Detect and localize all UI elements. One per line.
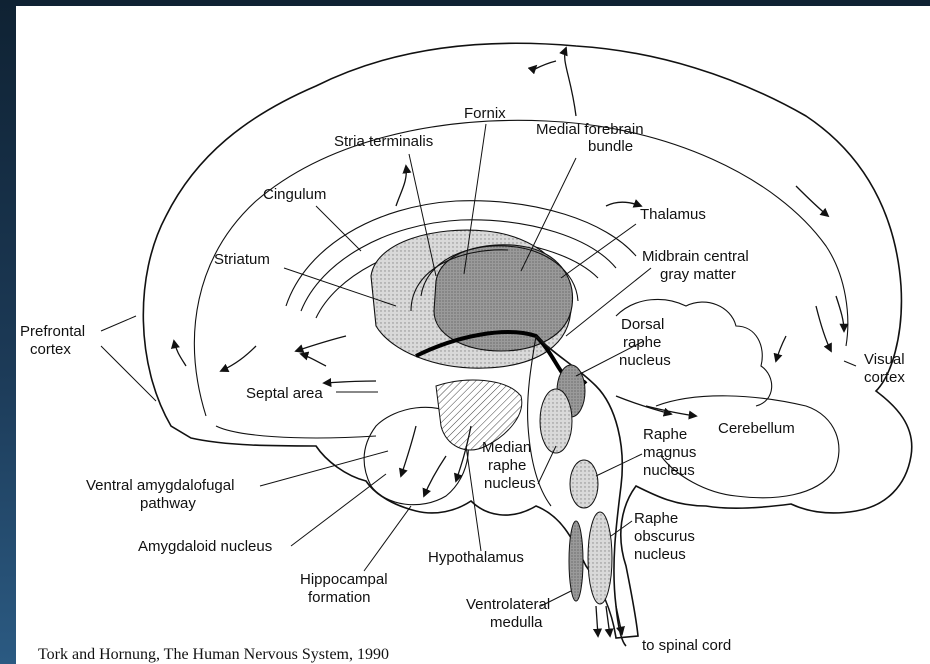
- label-raphe-magnus-2: magnus: [643, 444, 696, 461]
- label-hippocampal-1: Hippocampal: [300, 571, 388, 588]
- label-raphe-obscurus-3: nucleus: [634, 546, 686, 563]
- thalamus-region: [434, 245, 573, 351]
- label-medial-forebrain-2: bundle: [588, 138, 633, 155]
- label-raphe-obscurus-2: obscurus: [634, 528, 695, 545]
- label-ventrolateral-1: Ventrolateral: [466, 596, 550, 613]
- label-raphe-magnus-3: nucleus: [643, 462, 695, 479]
- citation-caption: Tork and Hornung, The Human Nervous Syst…: [38, 646, 389, 664]
- label-ventrolateral-2: medulla: [490, 614, 543, 631]
- label-hypothalamus: Hypothalamus: [428, 549, 524, 566]
- slide-canvas: Fornix Medial forebrain bundle Stria ter…: [16, 6, 930, 664]
- label-ventral-amyg-1: Ventral amygdalofugal: [86, 477, 234, 494]
- label-cerebellum: Cerebellum: [718, 420, 795, 437]
- label-dorsal-raphe-3: nucleus: [619, 352, 671, 369]
- label-visual-1: Visual: [864, 351, 905, 368]
- label-cingulum: Cingulum: [263, 186, 326, 203]
- label-raphe-obscurus-1: Raphe: [634, 510, 678, 527]
- label-fornix: Fornix: [464, 105, 506, 122]
- label-median-raphe-1: Median: [482, 439, 531, 456]
- raphe-obscurus-oval: [588, 512, 612, 604]
- label-ventral-amyg-2: pathway: [140, 495, 196, 512]
- label-dorsal-raphe-2: raphe: [623, 334, 661, 351]
- label-raphe-magnus-1: Raphe: [643, 426, 687, 443]
- label-striatum: Striatum: [214, 251, 270, 268]
- ventrolateral-oval: [569, 521, 583, 601]
- label-hippocampal-2: formation: [308, 589, 371, 606]
- median-raphe-oval: [540, 389, 572, 453]
- label-median-raphe-3: nucleus: [484, 475, 536, 492]
- label-visual-2: cortex: [864, 369, 905, 386]
- label-median-raphe-2: raphe: [488, 457, 526, 474]
- raphe-magnus-oval: [570, 460, 598, 508]
- label-medial-forebrain-1: Medial forebrain: [536, 121, 644, 138]
- label-midbrain-2: gray matter: [660, 266, 736, 283]
- label-dorsal-raphe-1: Dorsal: [621, 316, 664, 333]
- label-spinal-cord: to spinal cord: [642, 637, 731, 654]
- brain-diagram: Fornix Medial forebrain bundle Stria ter…: [16, 6, 930, 664]
- label-amygdaloid: Amygdaloid nucleus: [138, 538, 272, 555]
- label-thalamus: Thalamus: [640, 206, 706, 223]
- label-prefrontal-1: Prefrontal: [20, 323, 85, 340]
- label-midbrain-1: Midbrain central: [642, 248, 749, 265]
- label-stria-terminalis: Stria terminalis: [334, 133, 433, 150]
- label-prefrontal-2: cortex: [30, 341, 71, 358]
- label-septal-area: Septal area: [246, 385, 323, 402]
